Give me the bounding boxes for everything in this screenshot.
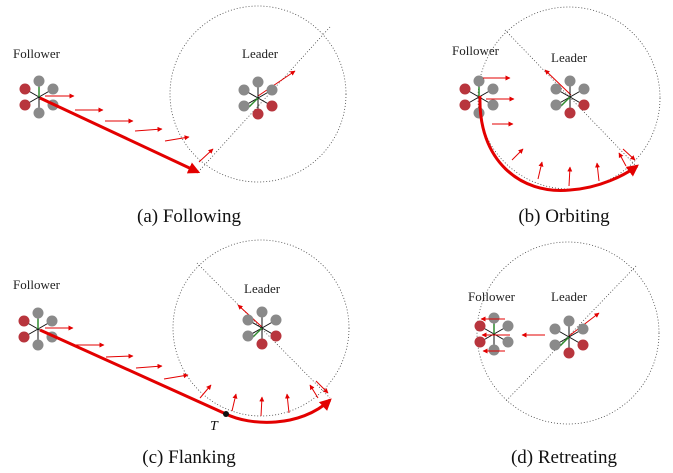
leader-label-d: Leader — [551, 289, 588, 304]
trajectory-path-a — [39, 96, 201, 174]
panel-d: Follower Leader (d) Retreating — [468, 241, 660, 468]
retreat-axis-dotted-d — [504, 265, 637, 403]
caption-b: (b) Orbiting — [518, 206, 610, 227]
trajectory-path-c — [39, 328, 332, 424]
leader-drone-b — [549, 74, 591, 120]
follower-label-c: Follower — [13, 277, 61, 292]
follower-drone-a — [18, 74, 60, 120]
tangent-point-T — [223, 411, 229, 417]
leader-drone-c — [241, 305, 283, 351]
leader-range-circle-d — [476, 241, 660, 425]
velocity-field-arrows-c — [45, 325, 329, 417]
tangent-point-label: T — [210, 419, 219, 434]
velocity-field-arrows-a — [45, 93, 214, 163]
leader-drone-d — [548, 314, 590, 360]
panel-b: Follower Leader (b) Orbiting — [452, 6, 661, 227]
leader-to-target-dotted-a — [199, 26, 331, 171]
leader-label-b: Leader — [551, 50, 588, 65]
caption-d: (d) Retreating — [511, 447, 618, 468]
velocity-field-arrows-b — [483, 75, 636, 187]
follower-drone-c — [17, 306, 59, 352]
velocity-field-arrows-d — [480, 316, 545, 354]
caption-c: (c) Flanking — [142, 447, 236, 468]
leader-drone-a — [237, 75, 279, 121]
panel-c: Follower Leader T (c) Flanking — [13, 239, 350, 468]
leader-label-c: Leader — [244, 281, 281, 296]
follower-label-b: Follower — [452, 43, 500, 58]
leader-range-circle-a — [169, 5, 347, 183]
follower-label-a: Follower — [13, 46, 61, 61]
trajectory-path-b — [478, 95, 639, 192]
panel-a: Follower Leader (a) Following — [13, 5, 347, 227]
leader-velocity-arrow-a — [257, 70, 296, 97]
follower-label-d: Follower — [468, 289, 516, 304]
caption-a: (a) Following — [137, 206, 241, 227]
leader-velocity-arrow-b — [544, 69, 572, 96]
leader-label-a: Leader — [242, 46, 279, 61]
